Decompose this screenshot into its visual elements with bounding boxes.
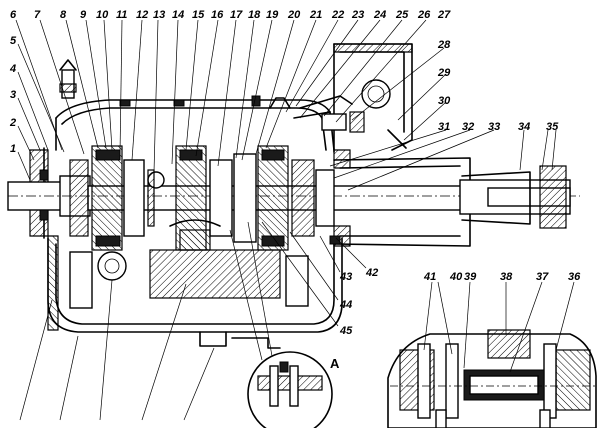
detail-view-a: А [229,221,340,428]
synchronizer-detail [387,329,597,428]
leader-lines-bottom [19,279,215,421]
leader-lines-top [15,19,557,191]
callout-2: 2 [9,117,16,129]
callout-10: 10 [96,9,109,21]
callout-7: 7 [34,9,41,21]
callout-3: 3 [10,89,16,101]
callout-labels: 6 7 8 9 10 11 12 13 14 15 16 17 18 19 20… [9,9,581,337]
callout-14: 14 [172,9,184,21]
callout-24: 24 [373,9,386,21]
callout-37: 37 [536,271,549,283]
callout-34: 34 [518,121,530,133]
callout-38: 38 [500,271,513,283]
callout-35: 35 [546,121,559,133]
callout-8: 8 [60,9,67,21]
callout-12: 12 [136,9,148,21]
callout-11: 11 [116,9,127,21]
callout-19: 19 [266,9,279,21]
callout-23: 23 [351,9,364,21]
callout-15: 15 [192,9,205,21]
callout-20: 20 [287,9,301,21]
callout-4: 4 [9,63,16,75]
callout-36: 36 [568,271,581,283]
callout-9: 9 [80,9,87,21]
callout-31: 31 [438,121,450,133]
callout-39: 39 [464,271,477,283]
fasteners [39,95,341,245]
callout-29: 29 [437,67,451,79]
callout-42: 42 [365,267,378,279]
callout-22: 22 [331,9,344,21]
callout-27: 27 [437,9,451,21]
callout-28: 28 [437,39,451,51]
shift-mechanism [269,43,413,153]
callout-45: 45 [339,325,353,337]
view-label-a: А [330,356,340,371]
callout-43: 43 [339,271,352,283]
callout-18: 18 [248,9,261,21]
leader-lines-detail [423,281,575,373]
breather-cap [59,59,77,99]
callout-13: 13 [153,9,165,21]
callout-32: 32 [462,121,474,133]
gear-stack [69,145,335,251]
leader-lines-left [17,43,65,181]
callout-26: 26 [417,9,431,21]
callout-33: 33 [488,121,500,133]
callout-5: 5 [10,35,17,47]
callout-41: 41 [423,271,436,283]
callout-6: 6 [10,9,17,21]
callout-1: 1 [10,143,16,155]
callout-21: 21 [309,9,322,21]
callout-44: 44 [339,299,352,311]
leader-lines-right [261,221,367,327]
callout-16: 16 [211,9,224,21]
callout-17: 17 [230,9,243,21]
callout-30: 30 [438,95,451,107]
countershaft [69,219,309,309]
callout-40: 40 [449,271,463,283]
callout-25: 25 [395,9,409,21]
